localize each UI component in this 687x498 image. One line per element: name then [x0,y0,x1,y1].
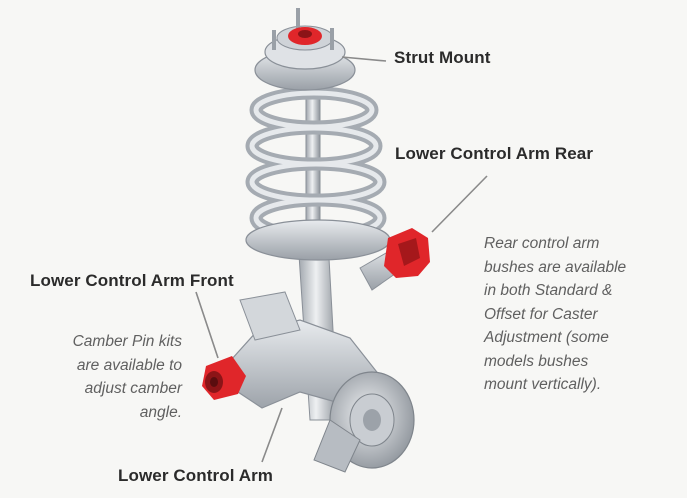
camber-pin-note-line: adjust camber [20,377,182,401]
rear-bushes-note-line: bushes are available [484,256,626,280]
rear-bushes-note-line: models bushes [484,350,626,374]
rear-bushes-note-line: mount vertically). [484,373,626,397]
camber-pin-note-line: angle. [20,401,182,425]
front-arm-leader [196,292,218,358]
camber-pin-note: Camber Pin kits are available to adjust … [20,330,182,424]
rear-bushes-note-line: Offset for Caster [484,303,626,327]
strut-mount-bushing [288,27,322,45]
rear-bushes-note-line: Rear control arm [484,232,626,256]
lower-control-arm-front-label: Lower Control Arm Front [30,271,234,291]
strut-mount-top [255,8,355,90]
camber-pin-note-line: are available to [20,354,182,378]
lower-control-arm-rear-bushing [384,228,430,278]
lower-control-arm-rear-label: Lower Control Arm Rear [395,144,593,164]
rear-bushes-note-line: Adjustment (some [484,326,626,350]
rear-bushes-note-line: in both Standard & [484,279,626,303]
lower-arm-leader [262,408,282,462]
rear-arm-leader [432,176,487,232]
camber-pin-note-line: Camber Pin kits [20,330,182,354]
strut-mount-label: Strut Mount [394,48,490,68]
lower-control-arm-label: Lower Control Arm [118,466,273,486]
rear-bushes-note: Rear control arm bushes are available in… [484,232,626,397]
spring-seat [246,220,390,260]
